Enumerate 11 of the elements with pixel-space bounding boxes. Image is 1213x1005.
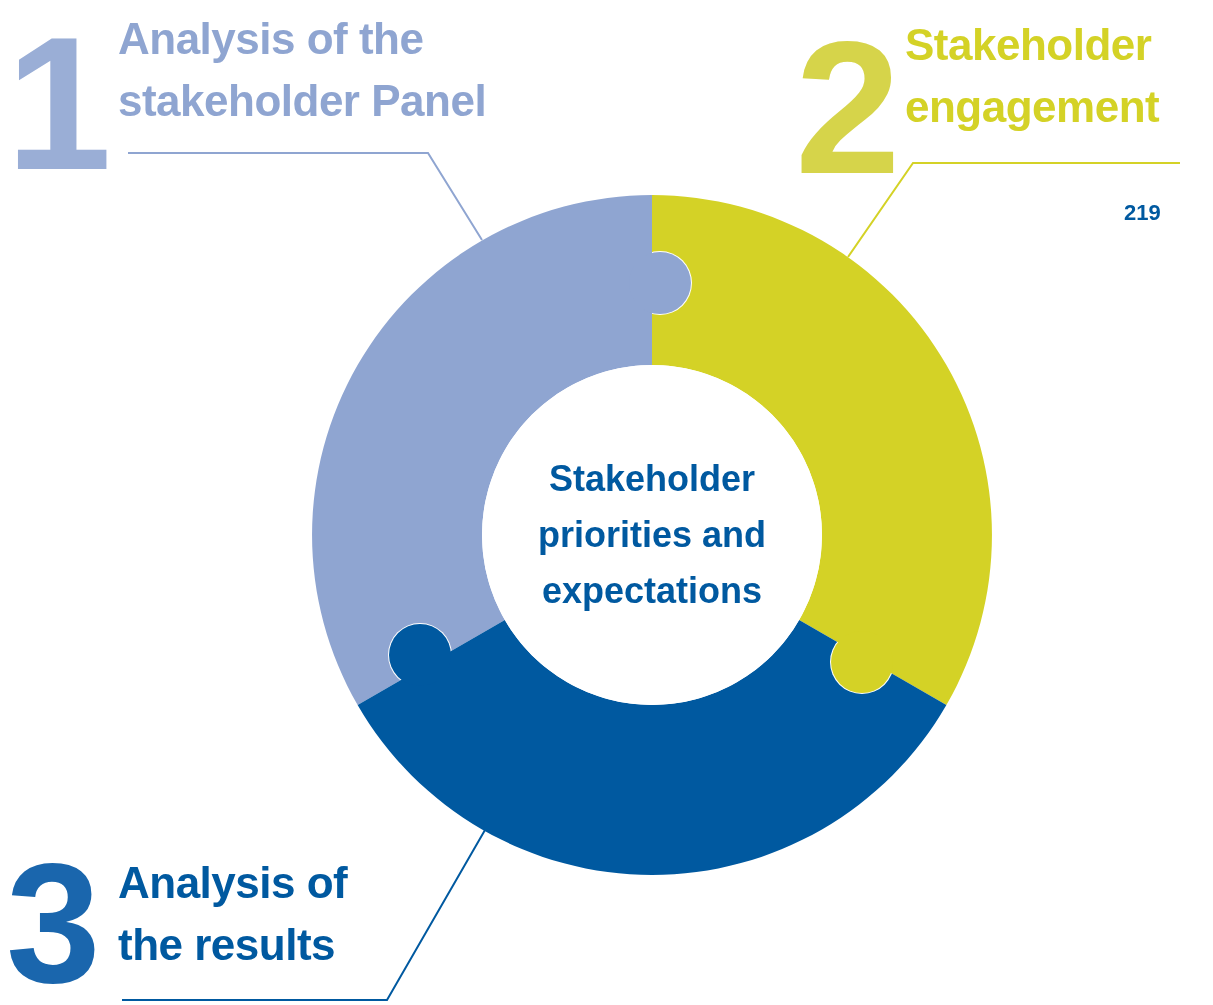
- leader-line: [121, 829, 486, 1001]
- step-number: 3: [6, 838, 101, 1005]
- step-number: 2: [795, 12, 901, 202]
- leader-line: [847, 162, 1181, 258]
- ring-segment: [357, 620, 947, 875]
- step-heading: Analysis of the stakeholder Panel: [118, 13, 488, 127]
- step-number: 1: [6, 8, 112, 198]
- step-heading: Stakeholder engagement: [905, 19, 1161, 133]
- step-heading: Analysis of the results: [118, 857, 349, 971]
- leader-line: [127, 152, 483, 241]
- page-number: 219: [1124, 200, 1161, 226]
